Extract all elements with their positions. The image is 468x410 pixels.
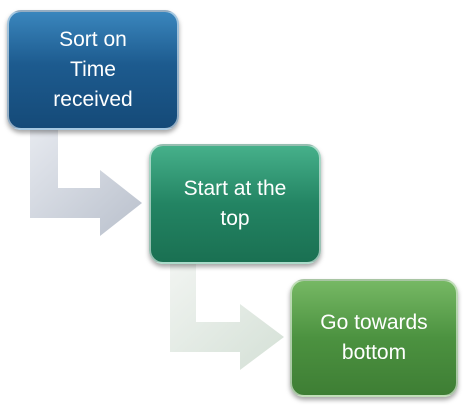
bent-arrow-right-icon (170, 264, 284, 370)
bent-arrow-right-icon (30, 130, 142, 236)
step-label: Sort on Time received (53, 28, 133, 111)
step-box-start: Start at the top (149, 144, 321, 264)
step-box-go: Go towards bottom (290, 279, 458, 397)
step-box-sort: Sort on Time received (7, 10, 179, 130)
step-label: Start at the top (183, 177, 287, 230)
step-label: Go towards bottom (320, 311, 428, 364)
